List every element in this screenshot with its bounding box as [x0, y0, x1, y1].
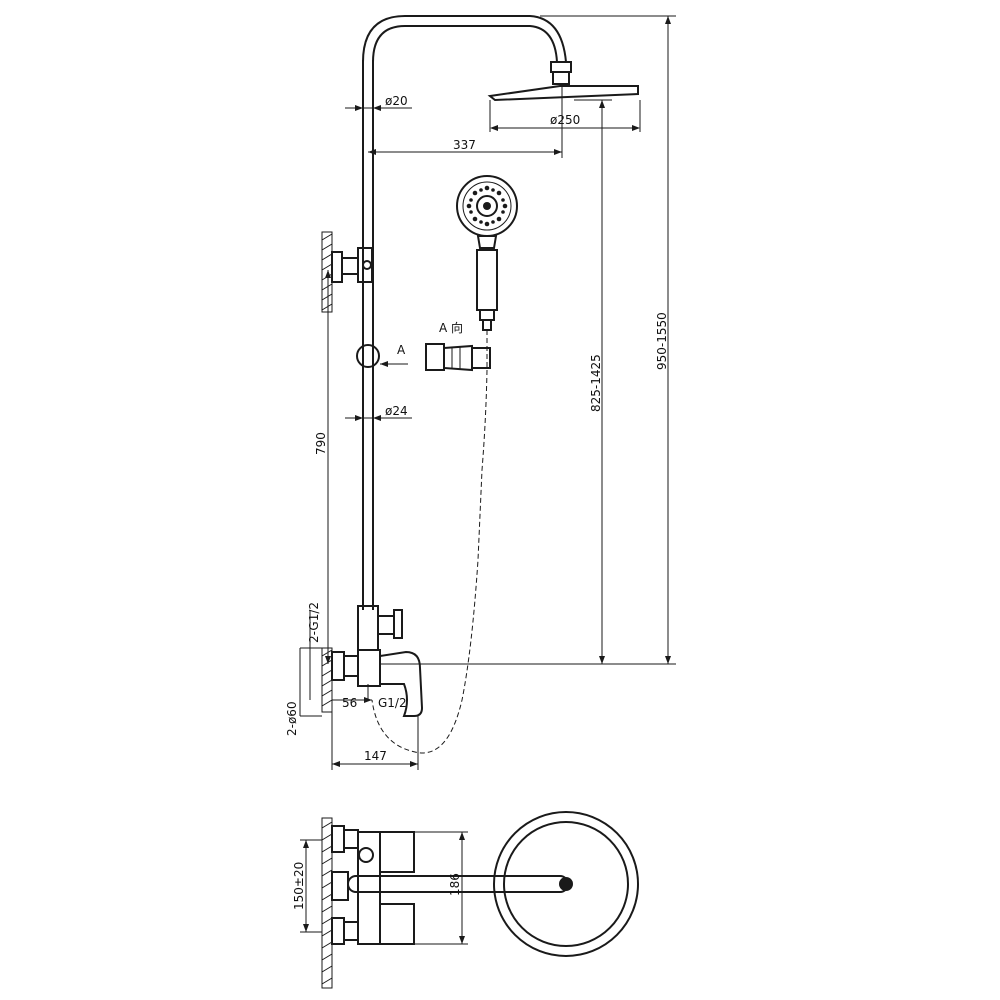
- shower-arm: [362, 15, 572, 85]
- inlet-label: 2-G1/2: [307, 602, 321, 643]
- rain-shower-head: ø250: [487, 85, 641, 132]
- vertical-pipe: [362, 60, 374, 610]
- plan-depth-dimension: 186: [414, 831, 468, 945]
- mixer-valve: [331, 649, 424, 717]
- inlet-dimension: 2-G1/2: [307, 602, 321, 700]
- shower-hose: [371, 330, 488, 754]
- flange-diameter-label: 2-ø60: [285, 701, 299, 736]
- plan-mixer-body: [331, 831, 415, 945]
- plan-shower-arm: [347, 875, 573, 893]
- wall-hatch-plan: [321, 817, 333, 989]
- wall-hatch-upper: [321, 231, 333, 313]
- plan-rain-head: [493, 811, 639, 957]
- diverter-tee: [357, 605, 403, 651]
- rail-height-dimension: 790: [314, 270, 331, 664]
- outlet-thread-label: G1/2: [378, 696, 407, 710]
- section-a-mark: A: [397, 343, 406, 357]
- mixer-depth-label: 147: [364, 749, 387, 763]
- plan-eccentrics: [331, 825, 359, 945]
- a-direction-label: A 向: [439, 320, 463, 335]
- pipe-diameter-dimension: ø20: [345, 94, 412, 111]
- head-height-dimension: 825-1425: [420, 99, 612, 665]
- head-height-label: 825-1425: [589, 354, 603, 412]
- pipe-diameter-label: ø20: [385, 94, 408, 108]
- total-height-label: 950-1550: [655, 312, 669, 370]
- slide-holder-a-view: A 向: [425, 320, 491, 372]
- hand-shower-head: [456, 175, 518, 249]
- mixer-depth-dimension: 147: [331, 712, 419, 770]
- head-diameter-label: ø250: [550, 113, 580, 127]
- arm-length-label: 337: [453, 138, 476, 152]
- rail-diameter-dimension: ø24: [345, 404, 412, 421]
- flange-diameter-dimension: 2-ø60: [285, 647, 322, 736]
- slide-holder-on-rail: A: [356, 343, 408, 368]
- rail-diameter-label: ø24: [385, 404, 408, 418]
- plan-depth-label: 186: [448, 873, 462, 896]
- hand-shower-handle: [476, 249, 498, 331]
- offset-dimension: 56 G1/2: [332, 684, 407, 710]
- total-height-dimension: 950-1550: [540, 15, 676, 665]
- wall-bracket-upper: [331, 247, 373, 283]
- plan-center-distance-dimension: 150±20: [292, 839, 322, 933]
- offset-label: 56: [342, 696, 357, 710]
- arm-length-dimension: 337: [368, 84, 563, 158]
- rail-height-label: 790: [314, 432, 328, 455]
- center-distance-label: 150±20: [292, 862, 306, 910]
